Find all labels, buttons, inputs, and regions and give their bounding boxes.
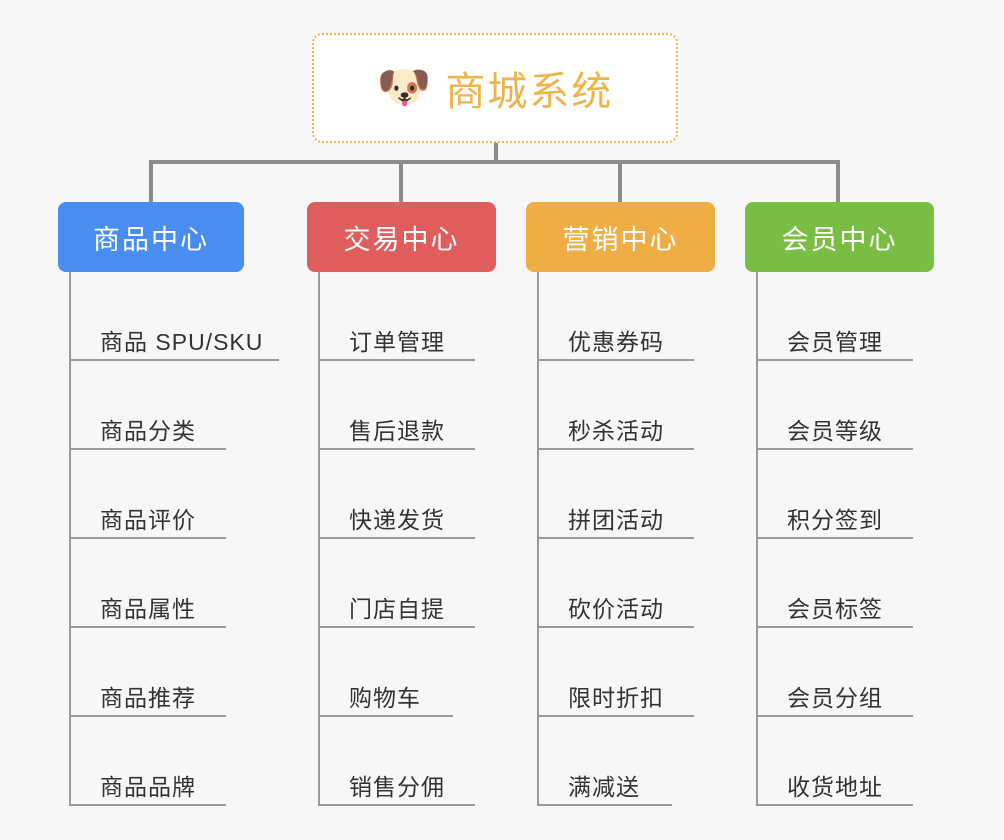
category-column-1: 交易中心 订单管理 售后退款 快递发货 门店自提 购物车: [307, 202, 541, 806]
leaf-item[interactable]: 积分签到: [758, 450, 979, 539]
leaf-item[interactable]: 商品分类: [71, 361, 292, 450]
leaf-label: 积分签到: [787, 507, 883, 533]
leaf-item[interactable]: 售后退款: [320, 361, 541, 450]
connector-horizontal-bus: [149, 160, 840, 164]
leaf-underline: [320, 537, 475, 539]
category-column-2: 营销中心 优惠券码 秒杀活动 拼团活动 砍价活动 限时折扣: [526, 202, 760, 806]
leaf-item[interactable]: 购物车: [320, 628, 541, 717]
leaf-label: 会员标签: [787, 596, 883, 622]
category-header-3[interactable]: 会员中心: [745, 202, 934, 272]
category-header-0[interactable]: 商品中心: [58, 202, 244, 272]
leaf-item[interactable]: 优惠券码: [539, 272, 760, 361]
root-node-title: 商城系统: [445, 70, 614, 114]
leaf-label: 收货地址: [787, 774, 883, 800]
connector-drop-3: [836, 162, 840, 202]
root-node-mall-system[interactable]: 🐶 商城系统: [312, 33, 678, 143]
leaf-underline: [71, 626, 226, 628]
leaf-label: 商品分类: [100, 418, 196, 444]
leaf-item[interactable]: 快递发货: [320, 450, 541, 539]
leaf-underline: [320, 715, 453, 717]
leaf-underline: [71, 537, 226, 539]
leaf-label: 砍价活动: [568, 596, 664, 622]
category-header-label-2: 营销中心: [562, 224, 679, 255]
leaf-item[interactable]: 收货地址: [758, 717, 979, 806]
leaf-label: 商品品牌: [100, 774, 196, 800]
leaf-item[interactable]: 销售分佣: [320, 717, 541, 806]
category-column-0: 商品中心 商品 SPU/SKU 商品分类 商品评价 商品属性 商品推荐: [58, 202, 292, 806]
category-header-label-1: 交易中心: [343, 224, 460, 255]
connector-drop-0: [149, 162, 153, 202]
connector-drop-2: [618, 162, 622, 202]
leaf-underline: [758, 359, 913, 361]
leaf-item[interactable]: 拼团活动: [539, 450, 760, 539]
leaf-item[interactable]: 满减送: [539, 717, 760, 806]
leaf-label: 门店自提: [349, 596, 445, 622]
leaf-label: 快递发货: [349, 507, 445, 533]
leaf-label: 限时折扣: [568, 685, 664, 711]
connector-drop-1: [399, 162, 403, 202]
leaf-list-2: 优惠券码 秒杀活动 拼团活动 砍价活动 限时折扣 满减送: [537, 272, 760, 806]
leaf-label: 商品评价: [100, 507, 196, 533]
connector-root-vertical: [494, 143, 498, 162]
leaf-label: 商品属性: [100, 596, 196, 622]
leaf-item[interactable]: 会员管理: [758, 272, 979, 361]
leaf-item[interactable]: 订单管理: [320, 272, 541, 361]
leaf-label: 优惠券码: [568, 329, 664, 355]
leaf-underline: [758, 537, 913, 539]
leaf-underline: [758, 448, 913, 450]
leaf-item[interactable]: 砍价活动: [539, 539, 760, 628]
leaf-label: 会员分组: [787, 685, 883, 711]
leaf-list-3: 会员管理 会员等级 积分签到 会员标签 会员分组 收货地址: [756, 272, 979, 806]
category-header-label-0: 商品中心: [93, 224, 209, 255]
leaf-item[interactable]: 会员分组: [758, 628, 979, 717]
leaf-item[interactable]: 限时折扣: [539, 628, 760, 717]
leaf-underline: [320, 448, 475, 450]
leaf-underline: [758, 804, 913, 806]
leaf-label: 满减送: [568, 774, 640, 800]
leaf-label: 购物车: [349, 685, 421, 711]
leaf-label: 商品 SPU/SKU: [100, 329, 264, 355]
leaf-underline: [539, 715, 694, 717]
leaf-label: 拼团活动: [568, 507, 664, 533]
leaf-item[interactable]: 商品品牌: [71, 717, 292, 806]
leaf-label: 销售分佣: [349, 774, 445, 800]
leaf-list-0: 商品 SPU/SKU 商品分类 商品评价 商品属性 商品推荐 商品品牌: [69, 272, 292, 806]
leaf-item[interactable]: 商品评价: [71, 450, 292, 539]
leaf-underline: [71, 448, 226, 450]
leaf-item[interactable]: 商品推荐: [71, 628, 292, 717]
leaf-label: 商品推荐: [100, 685, 196, 711]
shiba-dog-icon: 🐶: [376, 62, 432, 113]
leaf-underline: [758, 715, 913, 717]
leaf-item[interactable]: 秒杀活动: [539, 361, 760, 450]
leaf-underline: [539, 448, 694, 450]
leaf-underline: [758, 626, 913, 628]
category-header-1[interactable]: 交易中心: [307, 202, 496, 272]
category-column-3: 会员中心 会员管理 会员等级 积分签到 会员标签 会员分组: [745, 202, 979, 806]
leaf-underline: [71, 715, 226, 717]
leaf-underline: [320, 804, 475, 806]
category-header-label-3: 会员中心: [781, 224, 898, 255]
category-header-2[interactable]: 营销中心: [526, 202, 715, 272]
leaf-underline: [320, 626, 475, 628]
leaf-underline: [320, 359, 475, 361]
leaf-item[interactable]: 会员等级: [758, 361, 979, 450]
leaf-label: 会员管理: [787, 329, 883, 355]
leaf-label: 会员等级: [787, 418, 883, 444]
leaf-underline: [539, 359, 694, 361]
leaf-underline: [71, 804, 226, 806]
leaf-item[interactable]: 会员标签: [758, 539, 979, 628]
leaf-label: 订单管理: [349, 329, 445, 355]
leaf-label: 秒杀活动: [568, 418, 664, 444]
leaf-underline: [71, 359, 279, 361]
leaf-list-1: 订单管理 售后退款 快递发货 门店自提 购物车 销售分佣: [318, 272, 541, 806]
leaf-label: 售后退款: [349, 418, 445, 444]
leaf-item[interactable]: 商品属性: [71, 539, 292, 628]
leaf-underline: [539, 804, 672, 806]
leaf-underline: [539, 626, 694, 628]
leaf-item[interactable]: 商品 SPU/SKU: [71, 272, 292, 361]
leaf-item[interactable]: 门店自提: [320, 539, 541, 628]
leaf-underline: [539, 537, 694, 539]
